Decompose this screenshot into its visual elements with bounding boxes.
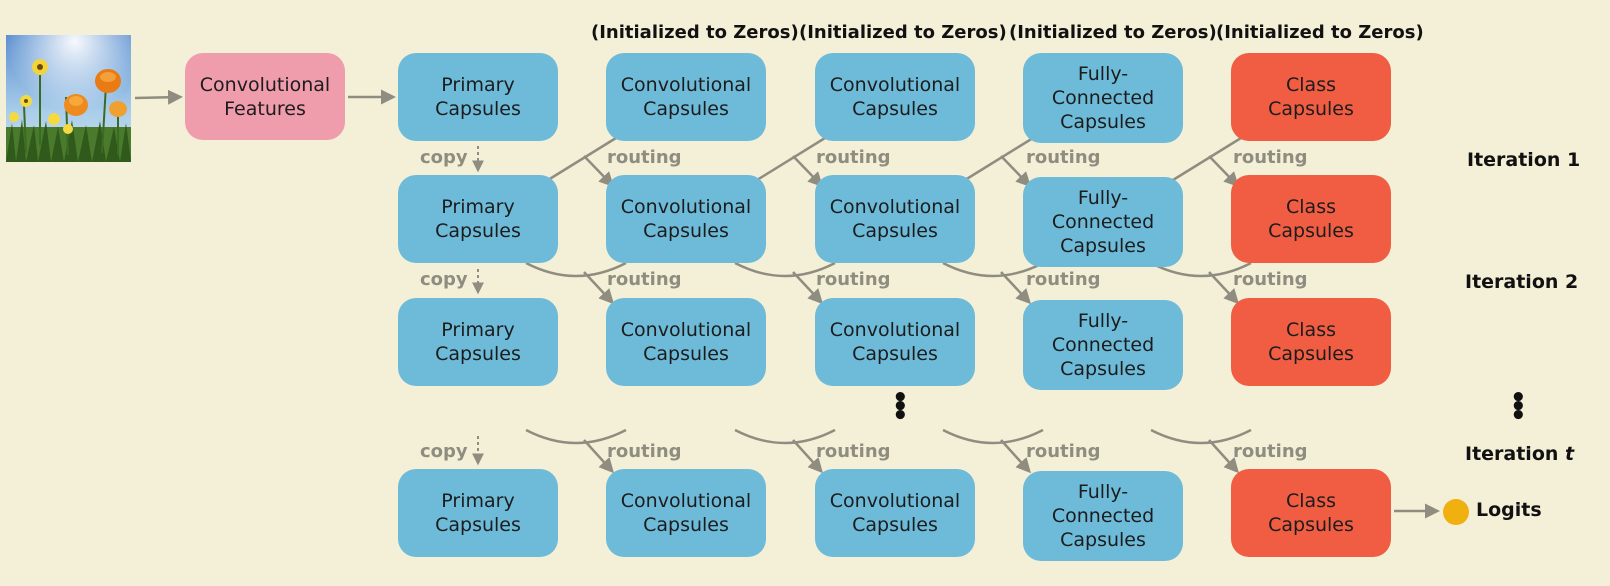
routing-arrow-r2-c2 <box>792 271 824 305</box>
conv-capsules-a-rt: Convolutional Capsules <box>606 469 766 557</box>
routing-label-rt-c3: routing <box>1026 441 1101 462</box>
routing-label-r2-c4: routing <box>1233 269 1308 290</box>
routing-arrow-r2-c4 <box>1208 271 1240 305</box>
conv-capsules-b-r0: Convolutional Capsules <box>815 53 975 141</box>
routing-label-rt-c4: routing <box>1233 441 1308 462</box>
class-capsules-r1: Class Capsules <box>1231 175 1391 263</box>
routing-arc-rt-c4 <box>1150 428 1252 445</box>
routing-arc-r2-c2 <box>734 261 836 278</box>
routing-arrow-r1-c2 <box>792 155 824 188</box>
routing-line-r1-c4 <box>1172 136 1242 182</box>
primary-capsules-r2: Primary Capsules <box>398 298 558 386</box>
routing-label-r2-c2: routing <box>816 269 891 290</box>
routing-arc-rt-c3 <box>942 428 1044 445</box>
conv-capsules-a-r2: Convolutional Capsules <box>606 298 766 386</box>
ellipsis-middle: • • • <box>892 383 909 431</box>
fc-capsules-r0: Fully- Connected Capsules <box>1023 53 1183 143</box>
conv-capsules-b-r1: Convolutional Capsules <box>815 175 975 263</box>
ellipsis-right: • • • <box>1510 383 1527 431</box>
routing-label-r2-c1: routing <box>607 269 682 290</box>
routing-arc-r2-c4 <box>1150 261 1252 278</box>
header-conv-capsules-1: (Initialized to Zeros) <box>591 22 799 43</box>
iteration-2-label: Iteration 2 <box>1465 271 1579 293</box>
primary-capsules-rt: Primary Capsules <box>398 469 558 557</box>
logits-label: Logits <box>1476 499 1542 521</box>
routing-arrow-rt-c2 <box>792 439 824 474</box>
fc-capsules-r2: Fully- Connected Capsules <box>1023 300 1183 390</box>
routing-line-r1-c2 <box>756 136 826 182</box>
routing-label-r1-c1: routing <box>607 147 682 168</box>
routing-arrow-r2-c3 <box>1000 271 1032 305</box>
conv-capsules-b-rt: Convolutional Capsules <box>815 469 975 557</box>
primary-capsules-r1: Primary Capsules <box>398 175 558 263</box>
routing-arrow-r1-c4 <box>1208 155 1240 188</box>
routing-label-rt-c1: routing <box>607 441 682 462</box>
input-flower-image <box>6 35 131 162</box>
iteration-t-prefix: Iteration <box>1465 443 1566 465</box>
copy-label-r2: copy <box>420 269 468 290</box>
convolutional-features-box: Convolutional Features <box>185 53 345 140</box>
routing-arc-rt-c2 <box>734 428 836 445</box>
header-conv-capsules-2: (Initialized to Zeros) <box>799 22 1007 43</box>
fc-capsules-rt: Fully- Connected Capsules <box>1023 471 1183 561</box>
copy-label-rt: copy <box>420 441 468 462</box>
logit-dot <box>1443 499 1469 525</box>
routing-arc-rt-c1 <box>525 428 627 445</box>
routing-arrow-r1-c3 <box>1000 155 1032 188</box>
routing-line-r1-c1 <box>547 136 617 182</box>
routing-arc-r2-c1 <box>525 261 627 278</box>
routing-arrow-rt-c4 <box>1208 439 1240 474</box>
fc-capsules-r1: Fully- Connected Capsules <box>1023 177 1183 267</box>
class-capsules-r2: Class Capsules <box>1231 298 1391 386</box>
arrow-image-to-features <box>134 89 183 105</box>
routing-label-r1-c3: routing <box>1026 147 1101 168</box>
conv-capsules-a-r0: Convolutional Capsules <box>606 53 766 141</box>
routing-line-r1-c3 <box>964 136 1034 182</box>
routing-arrow-r2-c1 <box>583 271 615 305</box>
copy-label-r1: copy <box>420 147 468 168</box>
routing-label-rt-c2: routing <box>816 441 891 462</box>
routing-label-r1-c2: routing <box>816 147 891 168</box>
routing-label-r2-c3: routing <box>1026 269 1101 290</box>
iteration-t-label: Iteration t <box>1465 443 1574 465</box>
iteration-1-label: Iteration 1 <box>1467 149 1581 171</box>
header-class-capsules: (Initialized to Zeros) <box>1216 22 1424 43</box>
iteration-t-variable: t <box>1565 443 1575 465</box>
class-capsules-r0: Class Capsules <box>1231 53 1391 141</box>
conv-capsules-a-r1: Convolutional Capsules <box>606 175 766 263</box>
class-capsules-rt: Class Capsules <box>1231 469 1391 557</box>
routing-arrow-rt-c3 <box>1000 439 1032 474</box>
primary-capsules-r0: Primary Capsules <box>398 53 558 141</box>
routing-arrow-rt-c1 <box>583 439 615 474</box>
conv-capsules-b-r2: Convolutional Capsules <box>815 298 975 386</box>
header-fc-capsules: (Initialized to Zeros) <box>1009 22 1217 43</box>
routing-arrow-r1-c1 <box>583 155 615 188</box>
routing-label-r1-c4: routing <box>1233 147 1308 168</box>
routing-arc-r2-c3 <box>942 261 1044 278</box>
